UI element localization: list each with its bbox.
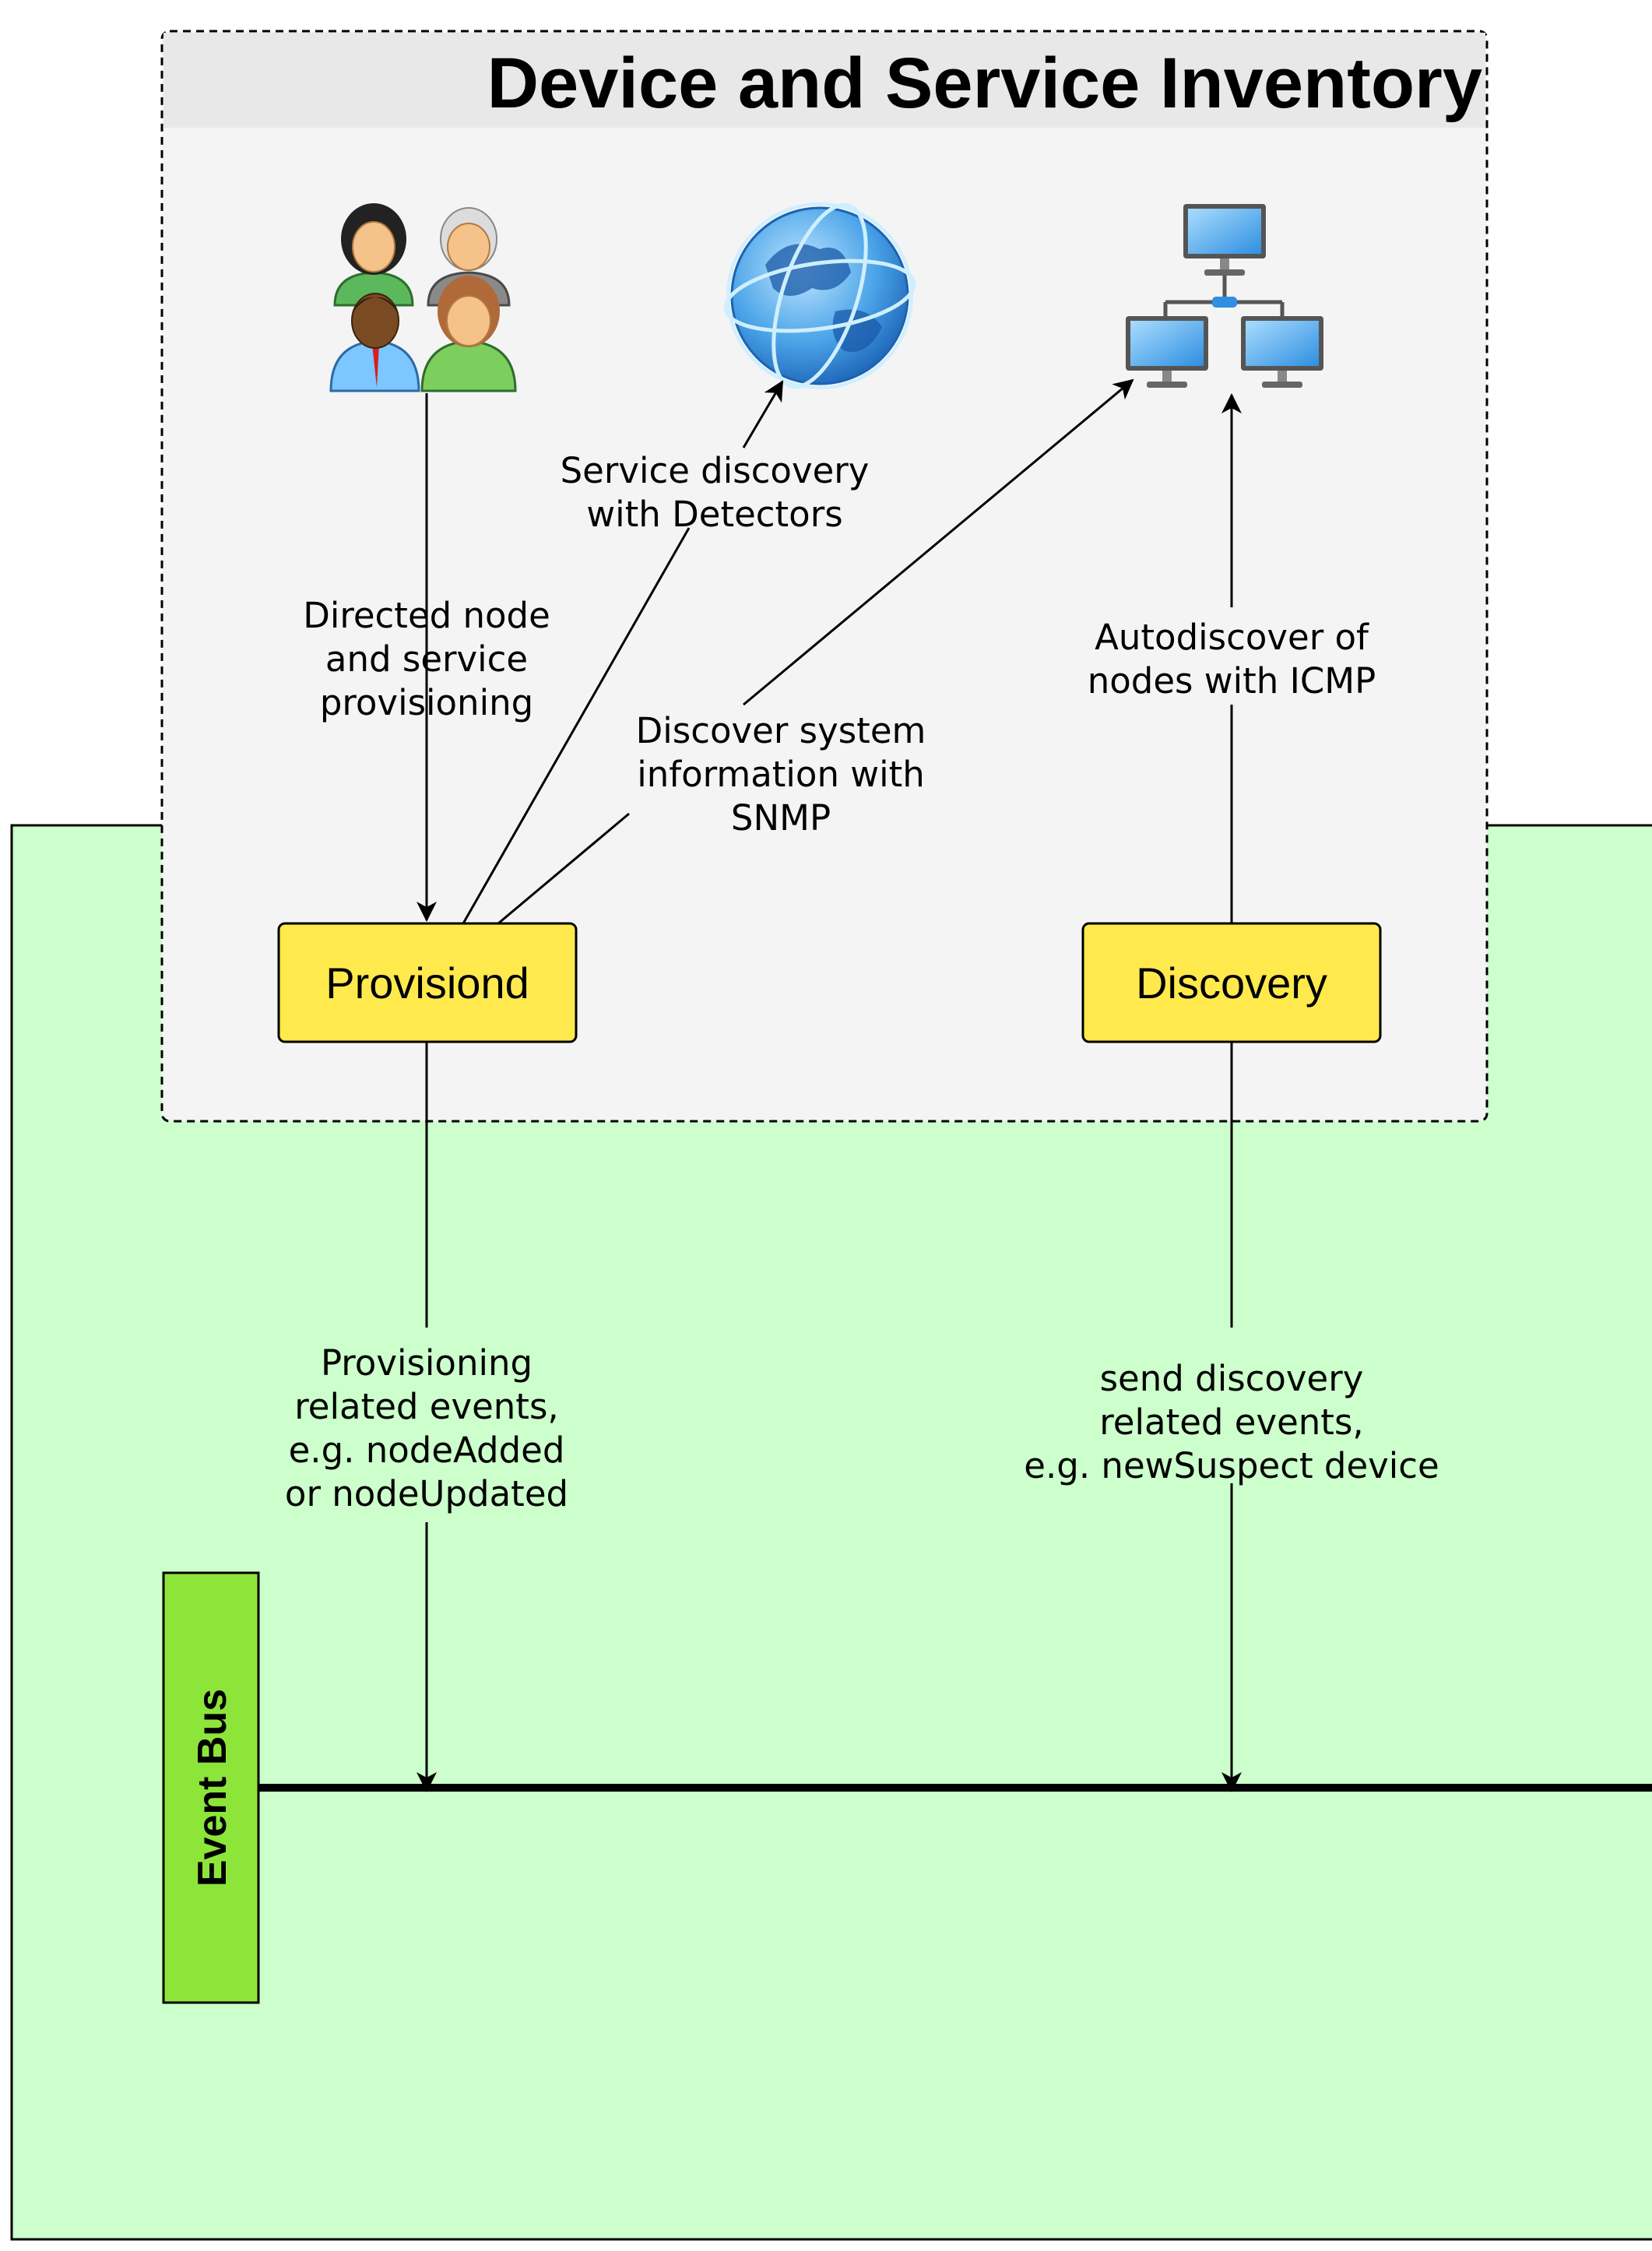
label-discovery-events: send discovery related events, e.g. newS… [1024, 1358, 1439, 1486]
label-line: Service discovery [561, 450, 870, 491]
network-computers-icon [1126, 204, 1323, 388]
event-bus-label: Event Bus [190, 1689, 235, 1887]
label-line: Provisioning [321, 1342, 533, 1384]
label-line: e.g. nodeAdded [289, 1430, 565, 1471]
edges [417, 378, 1242, 1792]
label-line: Discover system [636, 710, 926, 751]
event-bus[interactable]: Event Bus [162, 1571, 1652, 2004]
label-service-discovery: Service discovery with Detectors [561, 450, 870, 535]
label-provisioning-events: Provisioning related events, e.g. nodeAd… [285, 1342, 568, 1514]
label-line: provisioning [320, 682, 533, 723]
users-group-icon [329, 203, 517, 392]
label-snmp: Discover system information with SNMP [636, 710, 926, 839]
discovery-label: Discovery [1136, 958, 1327, 1008]
provisiond-node[interactable]: Provisiond [277, 922, 578, 1043]
label-line: related events, [294, 1386, 558, 1427]
label-line: SNMP [731, 797, 831, 839]
edge-provisiond-to-network [497, 812, 630, 925]
label-line: related events, [1099, 1402, 1363, 1443]
label-line: e.g. newSuspect device [1024, 1445, 1439, 1486]
label-line: information with [637, 754, 925, 795]
globe-icon [723, 202, 916, 389]
edge-provisiond-to-globe [462, 527, 691, 924]
label-line: send discovery [1100, 1358, 1364, 1399]
label-line: nodes with ICMP [1088, 660, 1376, 702]
label-line: and service [325, 638, 528, 680]
label-line: or nodeUpdated [285, 1473, 568, 1514]
label-line: Autodiscover of [1095, 617, 1369, 658]
inventory-title: Device and Service Inventory [487, 44, 1482, 123]
provisiond-label: Provisiond [325, 958, 529, 1008]
label-autodiscover: Autodiscover of nodes with ICMP [1088, 617, 1376, 702]
label-line: Directed node [303, 595, 550, 636]
label-directed: Directed node and service provisioning [303, 595, 550, 723]
label-line: with Detectors [586, 494, 842, 535]
discovery-node[interactable]: Discovery [1081, 922, 1382, 1043]
